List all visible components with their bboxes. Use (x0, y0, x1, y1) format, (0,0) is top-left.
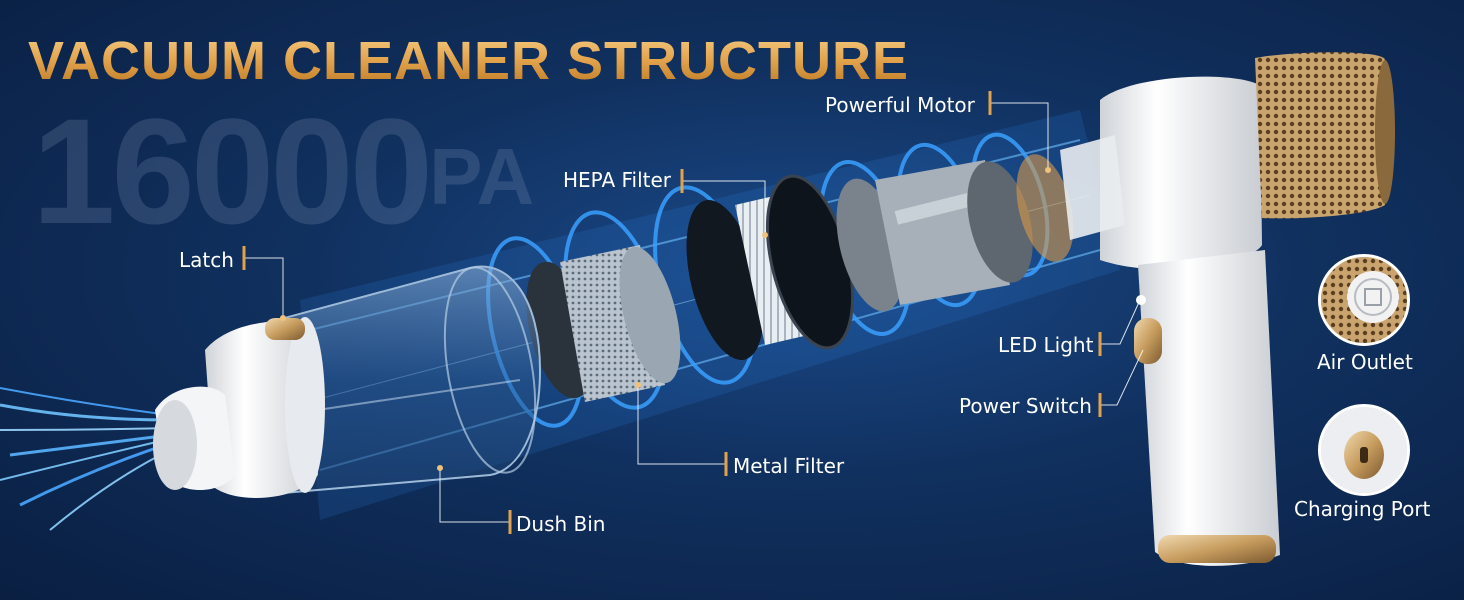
motor-part (836, 154, 1074, 312)
label-power-switch: Power Switch (959, 394, 1092, 418)
metal-filter-part (526, 245, 681, 402)
hepa-filter-part (686, 174, 855, 360)
label-charging-port: Charging Port (1294, 497, 1431, 521)
label-air-outlet: Air Outlet (1317, 350, 1413, 374)
air-outlet-detail-image (1318, 254, 1410, 346)
label-latch: Latch (179, 248, 234, 272)
suction-unit: PA (429, 132, 535, 221)
air-outlet-icon (1321, 257, 1407, 343)
charging-port-detail-image (1318, 404, 1410, 496)
latch-button (265, 318, 305, 340)
vacuum-body (1060, 52, 1395, 566)
label-powerful-motor: Powerful Motor (825, 93, 975, 117)
suction-power-watermark: 16000PA (32, 96, 534, 246)
charging-port-icon (1321, 407, 1407, 493)
nozzle-part (153, 317, 325, 498)
label-led-light: LED Light (998, 333, 1094, 357)
airflow-streaks (0, 387, 171, 531)
label-metal-filter: Metal Filter (733, 454, 845, 478)
leader-lines (244, 102, 1144, 523)
label-hepa-filter: HEPA Filter (563, 168, 672, 192)
page-title: VACUUM CLEANER STRUCTURE (28, 31, 909, 91)
leader-markers (242, 91, 1102, 534)
leader-endpoints (280, 167, 1051, 471)
suction-value: 16000 (32, 87, 433, 255)
label-dush-bin: Dush Bin (516, 512, 606, 536)
power-switch-button (1134, 318, 1162, 364)
